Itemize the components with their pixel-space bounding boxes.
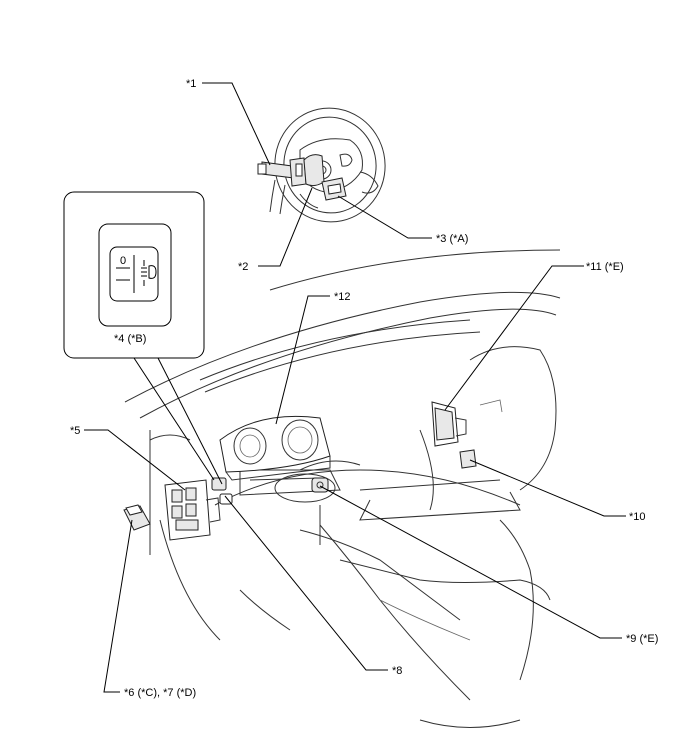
sensor-part-9 [311, 477, 329, 493]
callout-label-4: *4 (*B) [114, 333, 146, 345]
combination-switch-part [257, 157, 307, 187]
callout-label-6-7: *6 (*C), *7 (*D) [124, 687, 196, 699]
callout-label-8: *8 [392, 665, 402, 677]
headlight-dimmer-switch: 0 [109, 246, 159, 302]
callout-label-5: *5 [70, 425, 80, 437]
callout-labels: *1 *2 *3 (*A) *4 (*B) *5 *6 (*C), *7 (*D… [70, 78, 658, 699]
callout-label-11: *11 (*E) [586, 261, 624, 273]
callout-label-2: *2 [238, 261, 248, 273]
callout-label-1: *1 [186, 78, 196, 90]
leader-lines [84, 82, 626, 693]
callout-label-12: *12 [334, 291, 351, 303]
headlight-level-icon [141, 260, 157, 286]
dimmer-switch-location [211, 477, 233, 505]
callout-label-10: *10 [629, 511, 646, 523]
connector-part-10 [459, 449, 477, 469]
ecu-part-11 [431, 401, 467, 447]
callout-label-9: *9 (*E) [626, 633, 658, 645]
spiral-cable-part [303, 154, 325, 187]
junction-block-part [164, 479, 221, 541]
headlight-control-module-part [123, 504, 151, 531]
switch-position-glyph: 0 [120, 255, 126, 267]
callout-label-3: *3 (*A) [436, 233, 468, 245]
steering-sensor-part [321, 177, 347, 201]
combination-meter-part [219, 415, 331, 481]
